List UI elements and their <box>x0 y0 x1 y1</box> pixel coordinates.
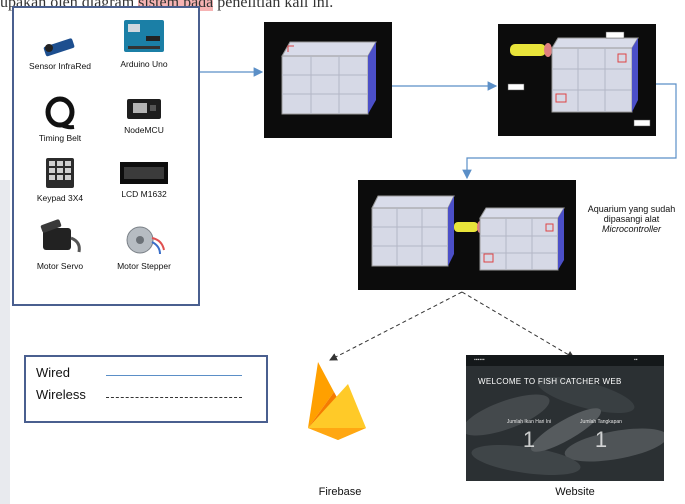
aquarium-assembled-icon <box>371 195 565 271</box>
legend-wireless-label: Wireless <box>36 387 86 402</box>
aquarium-caption: Aquarium yang sudah dipasangi alat Micro… <box>578 204 685 234</box>
website-welcome-title: WELCOME TO FISH CATCHER WEB <box>478 377 622 386</box>
website-nav-bar: ▪▪▪▪▪▪▪▪ <box>466 355 664 366</box>
stepper-motor-icon <box>126 226 165 255</box>
lcd-display-icon <box>120 162 168 184</box>
nodemcu-board-icon <box>127 99 161 119</box>
aquarium-caption-line2: dipasangi alat <box>603 214 660 224</box>
legend-wired-line <box>106 375 242 376</box>
component-lcd: LCD M1632 <box>100 158 188 199</box>
component-motor-stepper: Motor Stepper <box>100 222 188 271</box>
aquarium-tank-icon <box>281 41 377 115</box>
firebase-logo-icon <box>308 362 366 440</box>
wireless-link-firebase <box>329 291 463 361</box>
firebase-label: Firebase <box>318 486 362 498</box>
aquarium-model-sensors <box>498 24 656 136</box>
arduino-board-icon <box>124 20 164 52</box>
component-timing-belt: Timing Belt <box>16 96 104 143</box>
header-text-highlight: sistem pada <box>138 0 214 11</box>
website-stat-right-label: Jumlah Tangkapan <box>580 419 622 425</box>
servo-motor-icon <box>40 219 81 253</box>
website-label: Website <box>555 486 595 498</box>
component-arduino-uno: Arduino Uno <box>100 16 188 69</box>
aquarium-model-assembled <box>358 180 576 290</box>
header-text-after: penelitian kali ini. <box>213 0 334 11</box>
website-preview: ▪▪▪▪▪▪▪▪ WELCOME TO FISH CATCHER WEB Jum… <box>466 355 664 481</box>
keypad-icon <box>46 158 74 188</box>
infrared-sensor-icon <box>43 38 75 57</box>
arrow-sensors-to-assembled <box>462 83 677 180</box>
component-keypad: Keypad 3X4 <box>16 156 104 203</box>
header-text-before: upakan oleh diagram <box>0 0 138 11</box>
aquarium-model-empty <box>264 22 392 138</box>
website-stat-right-value: 1 <box>594 427 608 452</box>
aquarium-caption-line3: Microcontroller <box>601 224 661 234</box>
components-panel: Sensor InfraRed Arduino Uno Timing Belt … <box>12 6 200 306</box>
component-sensor-infrared: Sensor InfraRed <box>16 36 104 71</box>
component-motor-servo: Motor Servo <box>16 218 104 271</box>
connection-legend: Wired Wireless <box>24 355 268 423</box>
legend-wired-label: Wired <box>36 365 70 380</box>
header-text: upakan oleh diagram sistem pada peneliti… <box>0 0 685 12</box>
component-nodemcu: NodeMCU <box>100 96 188 135</box>
wireless-link-website <box>461 291 575 359</box>
website-stat-left-label: Jumlah Ikan Hari Ini <box>506 419 552 425</box>
aquarium-sensors-icon <box>507 31 651 127</box>
website-stat-left-value: 1 <box>522 427 536 452</box>
fish-background-image <box>466 355 664 481</box>
left-margin-bar <box>0 180 10 504</box>
timing-belt-icon <box>45 96 75 130</box>
legend-wireless-line <box>106 397 242 398</box>
aquarium-caption-line1: Aquarium yang sudah <box>587 204 676 214</box>
